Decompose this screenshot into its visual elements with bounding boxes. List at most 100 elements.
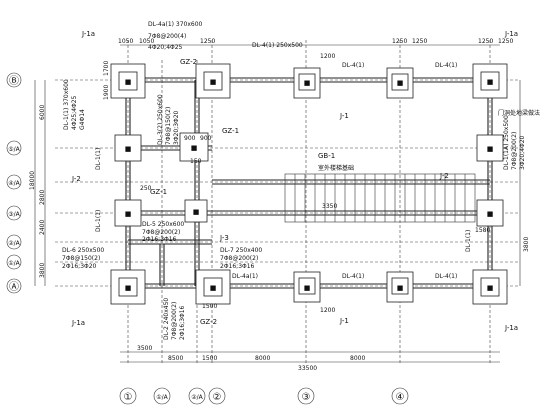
dim-top-7: 1250: [498, 38, 513, 45]
dim-top-6: 1250: [478, 38, 493, 45]
label-dl2-bottom-r1: 7Φ8@200(2): [171, 302, 178, 340]
label-j3: J-3: [219, 234, 229, 242]
label-j1a-bl: J-1a: [71, 319, 85, 327]
label-dl4-top2: DL-4(1): [342, 62, 364, 69]
dim-1900: 1900: [103, 85, 110, 100]
row-axis-2a: ②/A: [8, 240, 20, 247]
row-axis-b: Ⓑ: [9, 75, 19, 87]
label-dl7: DL-7 250x400: [220, 247, 262, 254]
label-dl1-right2: DL-1(1): [465, 230, 472, 252]
dim-900-b: 900: [200, 135, 212, 142]
label-j1a-tl: J-1a: [81, 30, 95, 38]
label-dl4a-bottom: DL-4a(1): [232, 273, 258, 280]
label-stair-note: 室外楼梯基础: [318, 164, 354, 172]
svg-text:■: ■: [125, 78, 132, 86]
dimension-lines: [34, 44, 521, 363]
label-j2-left: J-2: [71, 175, 81, 183]
label-dl4a-top-r1: 7Φ8@200(4): [148, 33, 186, 40]
row-axis-4a: ④/A: [8, 180, 20, 187]
footing-5a3: ■: [476, 134, 504, 162]
row-axis-a: Ⓐ: [9, 281, 19, 293]
footing-5a2: ■: [179, 132, 209, 162]
svg-text:■: ■: [125, 210, 132, 218]
row-axis-5a: ⑤/A: [8, 146, 20, 153]
label-dl1-left2: DL-1(1): [95, 210, 102, 232]
svg-text:■: ■: [397, 79, 404, 87]
label-dl1-left-r: 4Φ25;4Φ25: [71, 95, 78, 130]
footings: ■ ■ ■ ■ ■ ■ ■ ■ ■ ■ ■ ■ ■ ■ ■ ■: [110, 63, 508, 305]
label-dl1-mid: DL-1(1): [95, 148, 102, 170]
grid-lines: [55, 40, 520, 365]
footing-a3: ■: [293, 271, 321, 303]
label-dl4a-top-r2: 4Φ20;4Φ25: [148, 44, 183, 51]
svg-text:■: ■: [487, 210, 494, 218]
ground-beams: [125, 77, 493, 289]
footing-b3: ■: [293, 67, 321, 99]
footing-b4: ■: [386, 67, 414, 99]
label-gz2-top: GZ-2: [180, 58, 197, 66]
label-dl4a-top: DL-4a(1) 370x600: [148, 21, 203, 28]
dim-1500: 1500: [202, 303, 217, 310]
svg-text:■: ■: [210, 78, 217, 86]
label-j1a-tr: J-1a: [504, 30, 518, 38]
label-dl6-r1: 7Φ8@150(2): [62, 255, 100, 262]
label-gb1: GB-1: [318, 152, 335, 160]
footing-a4: ■: [386, 271, 414, 303]
svg-text:■: ■: [193, 208, 200, 216]
footing-b5: ■: [472, 63, 508, 99]
dim-left-4: 2400: [39, 220, 46, 235]
label-dl5-r1: 7Φ8@200(2): [142, 229, 180, 236]
label-dl4-bottom1: DL-4(1): [342, 273, 364, 280]
dim-top-5: 1250: [412, 38, 427, 45]
dim-left-3: 2800: [39, 190, 46, 205]
dim-3350: 3350: [322, 203, 337, 210]
dim-right-1: 3800: [523, 237, 530, 252]
label-dl7-r2: 2Φ16;3Φ16: [220, 263, 255, 270]
svg-text:■: ■: [487, 284, 494, 292]
col-axis-1a: ①/A: [156, 394, 168, 401]
row-axis-1a: ①/A: [8, 260, 20, 267]
label-dl1a-right-r2: 3Φ20;4Φ20: [519, 135, 526, 170]
dim-top-2: 1050: [139, 38, 154, 45]
footing-b1: ■: [110, 63, 146, 99]
label-dl1-left: DL-1(1) 370x600: [63, 79, 70, 130]
label-dl5: DL-5 250x600: [142, 221, 184, 228]
label-dl3-r2: 3Φ20;3Φ20: [173, 110, 180, 145]
col-axis-2: ②: [213, 392, 222, 403]
dim-top-1: 1050: [118, 38, 133, 45]
dim-250: 250: [140, 185, 152, 192]
dim-left-5: 3800: [39, 263, 46, 278]
col-axis-1: ①: [124, 392, 133, 403]
col-axis-4: ④: [396, 392, 405, 403]
col-axis-2a: ②/A: [191, 394, 203, 401]
dim-900-a: 900: [184, 135, 196, 142]
svg-text:■: ■: [125, 284, 132, 292]
label-dl2-bottom: DL-2 240x450: [163, 298, 170, 340]
dim-bottom-1: 3500: [137, 345, 152, 352]
svg-text:■: ■: [487, 145, 494, 153]
label-dl2-bottom-r2: 2Φ16;3Φ16: [179, 305, 186, 340]
footing-a1: ■: [110, 269, 146, 305]
dim-bottom-total: 33500: [298, 365, 317, 372]
svg-text:■: ■: [304, 79, 311, 87]
label-j1a-br: J-1a: [504, 324, 518, 332]
svg-text:■: ■: [210, 284, 217, 292]
dim-bottom-5: 8000: [350, 355, 365, 362]
label-door-note: 门洞处地梁做法: [498, 109, 540, 117]
dim-1200-b: 1200: [320, 307, 335, 314]
footing-a2: ■: [195, 269, 231, 305]
dim-left-2: 18000: [29, 171, 36, 190]
label-dl1-left-r2: G4Φ14: [79, 109, 86, 130]
row-axis-3a: ③/A: [8, 211, 20, 218]
label-dl4-bottom2: DL-4(1): [435, 273, 457, 280]
dim-left-1: 6000: [39, 105, 46, 120]
label-gz1-b: GZ-1: [150, 188, 167, 196]
label-j1-top: J-1: [339, 112, 349, 120]
label-gz2-bottom: GZ-2: [200, 318, 217, 326]
label-dl6-r2: 2Φ16;3Φ20: [62, 263, 97, 270]
label-dl6: DL-6 250x500: [62, 247, 104, 254]
label-dl3-r1: 7Φ8@150(2): [165, 107, 172, 145]
label-j2-right: J-2: [439, 172, 449, 180]
